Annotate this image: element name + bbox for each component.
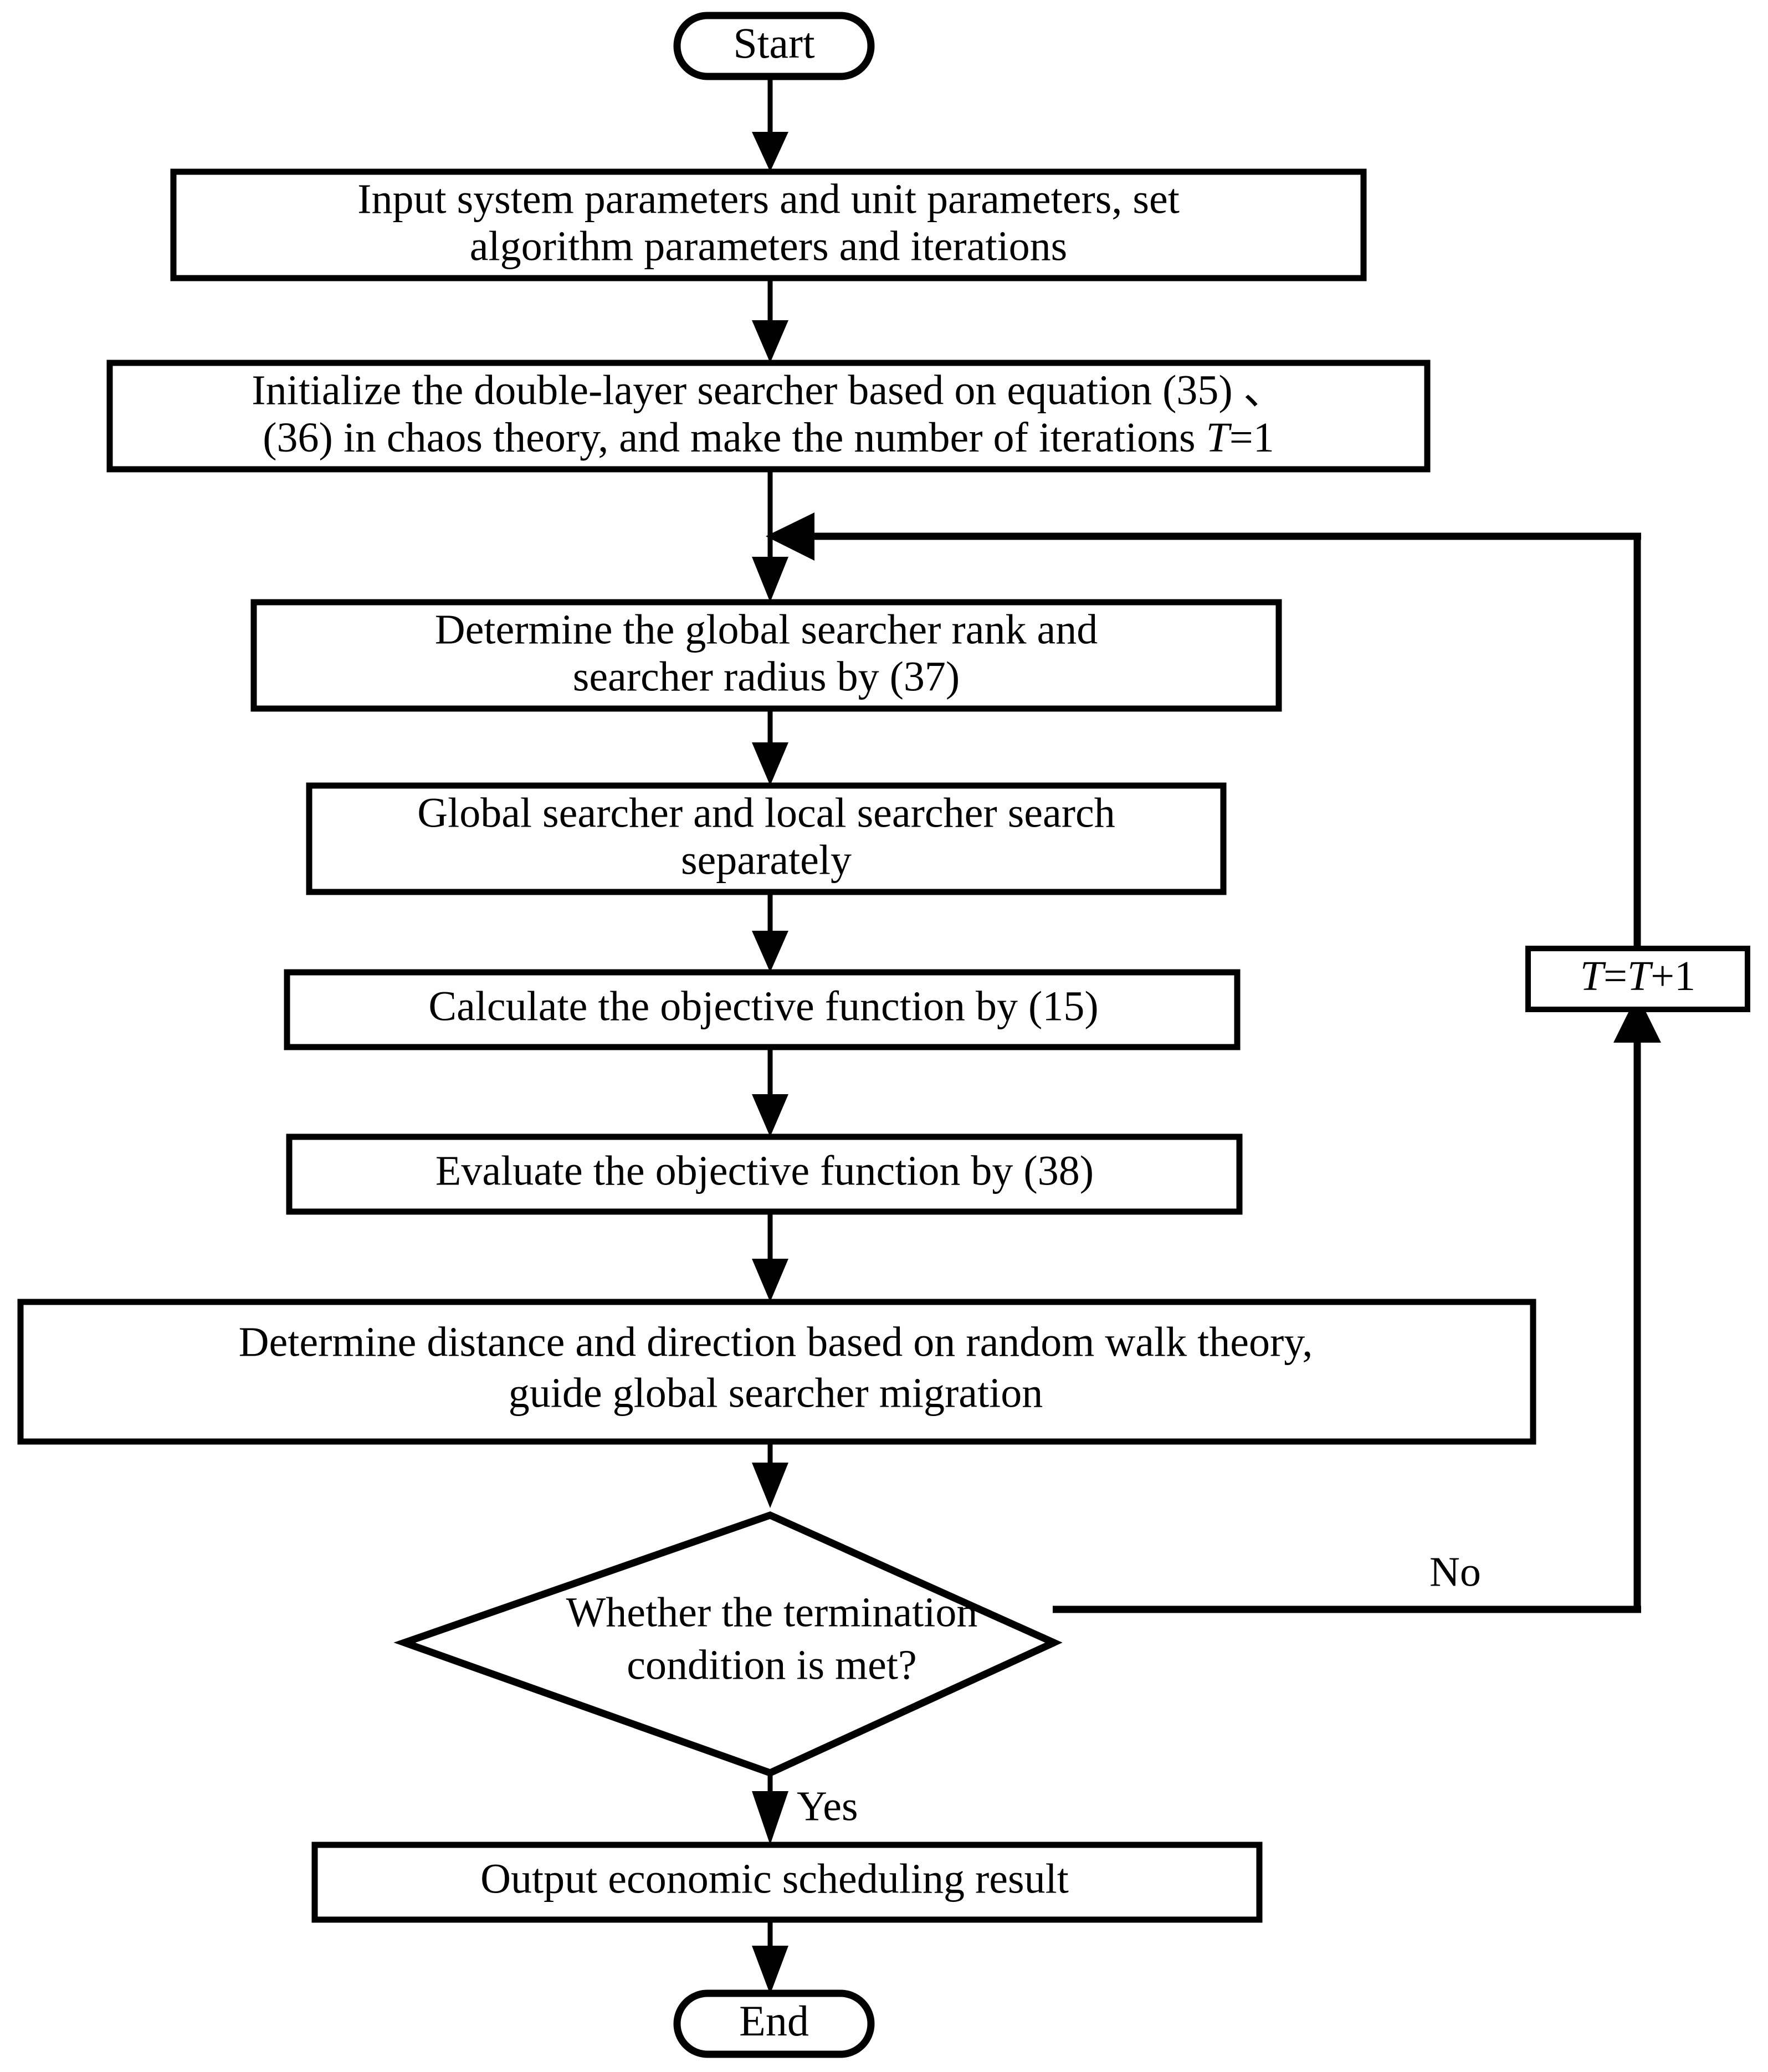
edge-label-no: No <box>1429 1548 1481 1595</box>
node-output-result[interactable]: Output economic scheduling result <box>311 1842 1263 1923</box>
edge-calculate-to-evaluate <box>752 1047 788 1137</box>
increment-eq: = <box>1603 953 1627 999</box>
node-searchers-search[interactable]: Global searcher and local searcher searc… <box>306 782 1227 895</box>
increment-box-shape <box>1525 946 1750 1012</box>
searchers-search-line2: separately <box>681 837 852 883</box>
arrow-head-down-icon <box>752 557 788 602</box>
random-walk-box-shape <box>17 1299 1536 1445</box>
arrow-head-up-icon <box>1613 994 1661 1043</box>
determine-rank-line2: searcher radius by (37) <box>573 653 960 700</box>
arrow-head-down-icon <box>752 1259 788 1302</box>
arrow-head-down-icon <box>752 1946 788 1994</box>
increment-plus: +1 <box>1651 953 1695 999</box>
arrow-head-down-icon <box>752 1094 788 1137</box>
node-calculate-objective[interactable]: Calculate the objective function by (15) <box>284 969 1241 1050</box>
edge-feedback-loop <box>766 512 1661 1613</box>
start-label: Start <box>733 19 815 67</box>
node-initialize[interactable]: Initialize the double-layer searcher bas… <box>106 360 1431 473</box>
end-label: End <box>739 1997 809 2045</box>
increment-italic-b: T <box>1627 953 1653 999</box>
random-walk-line1: Determine distance and direction based o… <box>239 1319 1313 1365</box>
arrow-head-down-icon <box>752 320 788 363</box>
evaluate-objective-box-shape <box>286 1134 1243 1215</box>
evaluate-objective-label: Evaluate the objective function by (38) <box>435 1147 1094 1194</box>
initialize-line2-b: =1 <box>1229 414 1274 461</box>
input-params-line1: Input system parameters and unit paramet… <box>357 176 1180 222</box>
arrow-head-down-icon <box>752 132 788 172</box>
arrow-head-down-icon <box>752 931 788 972</box>
input-params-box-shape <box>170 168 1367 281</box>
initialize-line1: Initialize the double-layer searcher bas… <box>252 367 1285 413</box>
edge-initialize-to-determine <box>752 469 788 602</box>
arrow-head-down-icon <box>752 1463 788 1508</box>
arrow-head-down-icon <box>752 742 788 786</box>
node-input-params[interactable]: Input system parameters and unit paramet… <box>170 168 1367 281</box>
input-params-line2: algorithm parameters and iterations <box>470 223 1067 269</box>
edge-randomwalk-to-decision <box>752 1442 788 1508</box>
edge-decision-to-output <box>752 1773 788 1845</box>
searchers-search-line1: Global searcher and local searcher searc… <box>417 789 1115 836</box>
calculate-objective-box-shape <box>284 969 1241 1050</box>
initialize-line2-italic: T <box>1206 414 1232 461</box>
node-termination-check[interactable]: Whether the termination condition is met… <box>393 1511 1063 1777</box>
edge-output-to-end <box>752 1920 788 1994</box>
node-evaluate-objective[interactable]: Evaluate the objective function by (38) <box>286 1134 1243 1215</box>
node-end[interactable]: End <box>673 1989 875 2058</box>
node-random-walk[interactable]: Determine distance and direction based o… <box>17 1299 1536 1445</box>
initialize-line2: (36) in chaos theory, and make the numbe… <box>263 414 1274 461</box>
termination-check-line1: Whether the termination <box>566 1589 978 1635</box>
output-result-box-shape <box>311 1842 1263 1923</box>
calculate-objective-label: Calculate the objective function by (15) <box>428 983 1098 1029</box>
increment-label: T=T+1 <box>1580 953 1695 999</box>
start-terminal-shape <box>673 12 875 80</box>
node-start[interactable]: Start <box>673 12 875 80</box>
determine-rank-box-shape <box>250 599 1282 712</box>
initialize-line2-a: (36) in chaos theory, and make the numbe… <box>263 414 1206 461</box>
edge-search-to-calculate <box>752 892 788 972</box>
output-result-label: Output economic scheduling result <box>480 1855 1069 1902</box>
determine-rank-line1: Determine the global searcher rank and <box>435 606 1098 653</box>
arrow-head-left-icon <box>766 512 814 561</box>
edge-start-to-input <box>752 76 788 172</box>
edge-determine-to-search <box>752 709 788 786</box>
termination-check-line2: condition is met? <box>627 1642 916 1688</box>
random-walk-line2: guide global searcher migration <box>509 1370 1043 1416</box>
arrow-head-down-icon <box>752 1791 788 1845</box>
node-determine-rank[interactable]: Determine the global searcher rank and s… <box>250 599 1282 712</box>
edge-evaluate-to-randomwalk <box>752 1212 788 1302</box>
end-terminal-shape <box>673 1989 875 2058</box>
searchers-search-box-shape <box>306 782 1227 895</box>
edge-input-to-initialize <box>752 278 788 363</box>
edge-label-yes: Yes <box>797 1783 858 1829</box>
increment-italic-a: T <box>1580 953 1606 999</box>
node-increment[interactable]: T=T+1 <box>1525 946 1750 1012</box>
